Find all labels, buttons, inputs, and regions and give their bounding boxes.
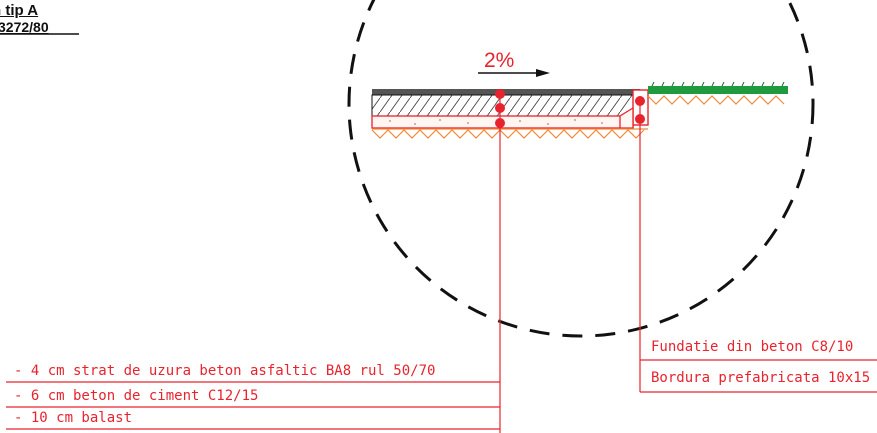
drawing-title: n tip A: [0, 2, 39, 19]
grass-strip: [648, 86, 788, 94]
asphalt-layer: [372, 89, 640, 95]
drawing-reference: 3272/80: [0, 19, 49, 35]
slope-arrow-head: [536, 69, 550, 77]
layer-markers: [495, 89, 645, 128]
layer-note-ballast: - 10 cm balast: [14, 410, 133, 426]
grass-tufts: [651, 81, 785, 87]
soil-hatch-road: [371, 129, 645, 139]
layer-note-cement: - 6 cm beton de ciment C12/15: [14, 388, 259, 404]
curb-foundation: [619, 106, 634, 129]
detail-circle: [347, 0, 815, 338]
curb-border-note: Bordura prefabricata 10x15: [651, 370, 871, 386]
ballast-dots: [389, 119, 603, 125]
layer-note-asphalt: - 4 cm strat de uzura beton asfaltic BA8…: [14, 363, 436, 379]
slope-label: 2%: [484, 49, 515, 72]
soil-hatch-verge: [647, 95, 785, 105]
curb-foundation-note: Fundatie din beton C8/10: [651, 339, 854, 355]
